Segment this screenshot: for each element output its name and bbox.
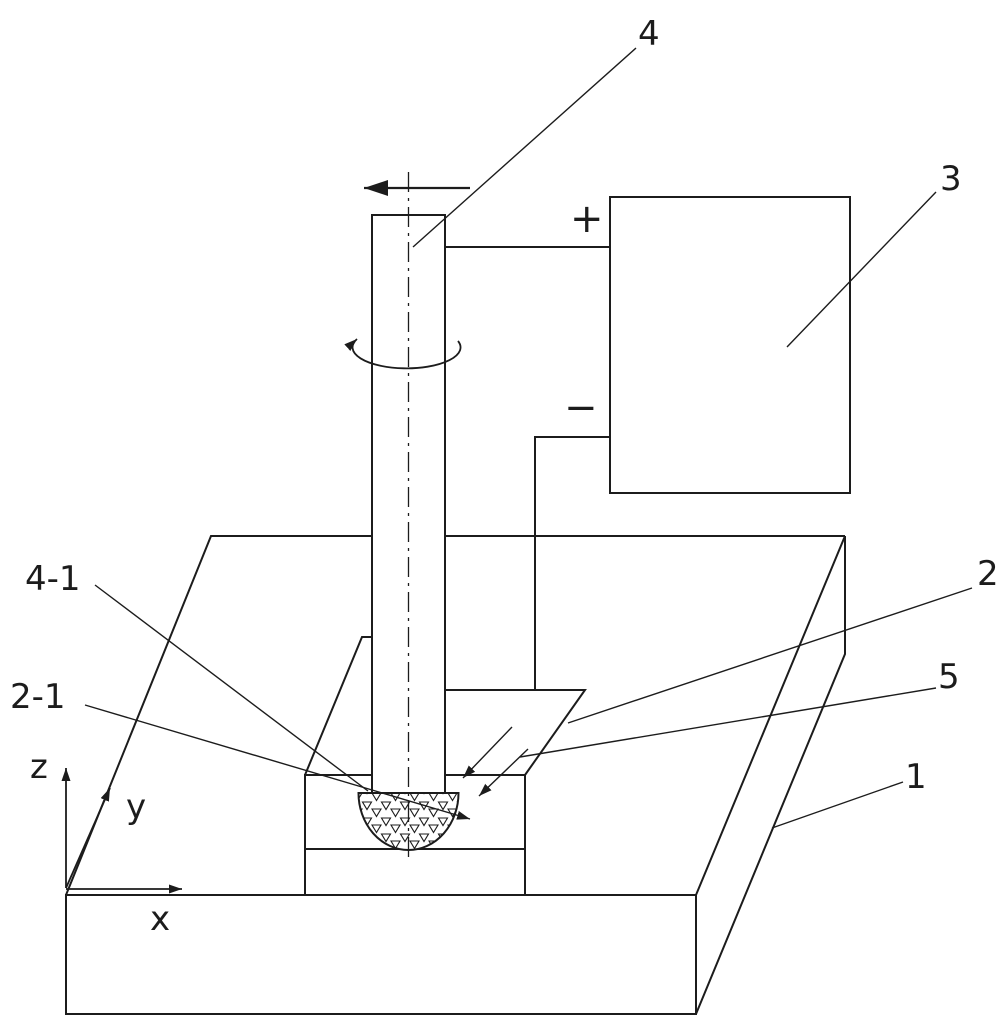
base-right-face (695, 536, 846, 1015)
gap-arrow-lower (478, 748, 529, 797)
axis-z-label: z (30, 747, 48, 787)
rotation-arrow (344, 338, 462, 370)
coordinate-axes (61, 768, 182, 894)
axis-y-label: y (126, 787, 146, 827)
power-supply-box (609, 196, 851, 494)
negative-terminal-sign: − (564, 385, 598, 431)
leader-5 (519, 687, 937, 758)
leader-4-1 (94, 584, 369, 792)
label-5: 5 (938, 657, 960, 697)
leader-lines (84, 47, 973, 829)
label-2-1: 2-1 (10, 677, 66, 717)
leader-2 (567, 587, 973, 724)
y-axis-arrow (65, 787, 111, 889)
positive-terminal-sign: + (570, 196, 604, 242)
label-2: 2 (977, 554, 999, 594)
base-top-face (65, 535, 846, 896)
leader-1 (771, 781, 904, 829)
label-4: 4 (638, 14, 660, 54)
label-1: 1 (905, 757, 927, 797)
negative-wire (534, 436, 610, 689)
workpiece-top-face (304, 636, 587, 776)
leader-3 (786, 191, 937, 348)
label-3: 3 (940, 159, 962, 199)
gap-arrow-upper (462, 726, 513, 779)
power-supply (445, 196, 851, 494)
leader-4 (412, 47, 637, 248)
figure-labels: 4 3 2 5 1 4-1 2-1 + − z y x (10, 14, 999, 939)
label-4-1: 4-1 (25, 559, 81, 599)
leader-2-1 (84, 704, 471, 820)
axis-x-label: x (150, 899, 170, 939)
